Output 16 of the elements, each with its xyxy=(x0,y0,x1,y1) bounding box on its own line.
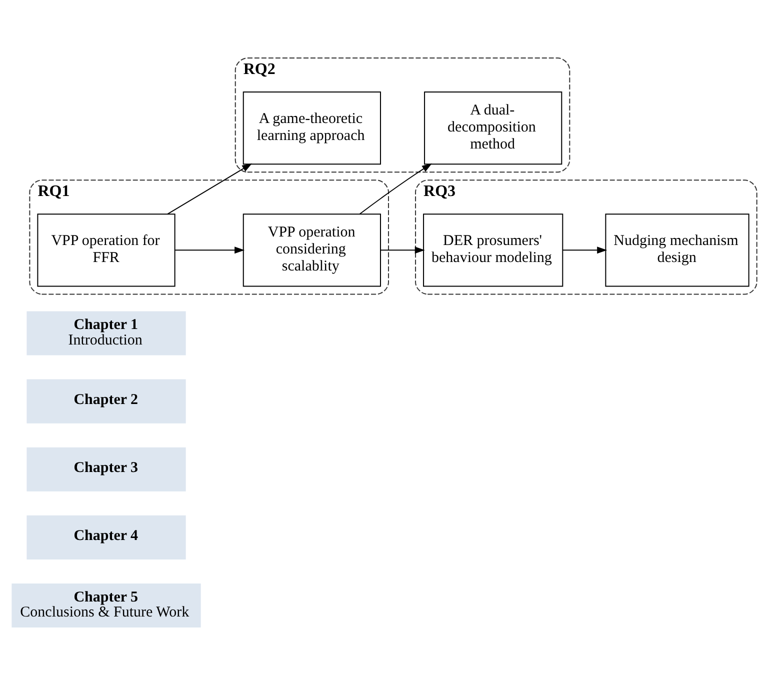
arrow xyxy=(167,162,252,214)
node-box: DER prosumers' behaviour modeling xyxy=(423,213,564,286)
node-box: Nudging mechanism design xyxy=(605,213,750,286)
node-box: VPP operation considering scalablity xyxy=(242,213,381,286)
arrow xyxy=(562,246,608,254)
arrow xyxy=(359,162,432,214)
node-box: Chapter 2 xyxy=(26,378,186,423)
node-box: Chapter 4 xyxy=(26,514,186,559)
node-box: Chapter 5 Conclusions & Future Work xyxy=(12,582,201,627)
arrow xyxy=(380,246,425,254)
node-box: A dual-decomposition method xyxy=(424,91,562,164)
node-box: Chapter 1 Introduction xyxy=(26,310,186,355)
node-box: Chapter 3 xyxy=(26,446,186,491)
arrow xyxy=(174,246,245,254)
node-box: VPP operation for FFR xyxy=(37,213,176,286)
node-box: A game-theoretic learning approach xyxy=(242,91,381,164)
